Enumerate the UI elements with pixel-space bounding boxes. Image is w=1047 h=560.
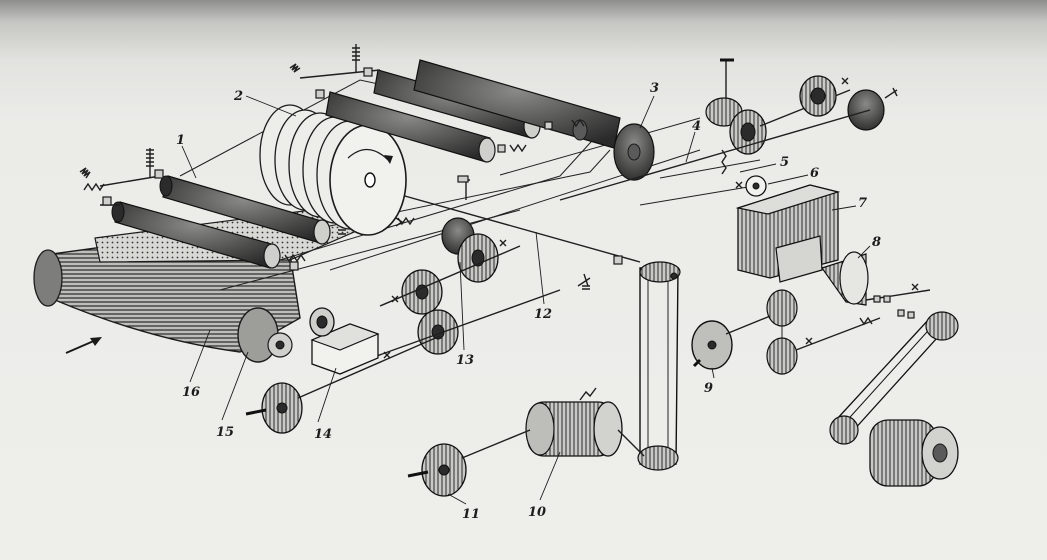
- callout-4: 4: [692, 119, 701, 134]
- pressure-springs-top: [289, 44, 585, 153]
- gear-housing-14: [310, 323, 380, 375]
- gear-train-13: [359, 175, 561, 363]
- pulley-3: [613, 123, 655, 181]
- callout-12: 12: [534, 307, 552, 322]
- handwheel-11: [407, 429, 531, 497]
- callout-8: 8: [872, 235, 881, 250]
- center-belt-drive: [637, 261, 681, 471]
- callout-6: 6: [810, 166, 819, 181]
- callout-1: 1: [176, 133, 185, 148]
- electric-motor-10: [525, 387, 645, 457]
- shaft-5: [659, 159, 761, 179]
- right-motor-belt-drive: [829, 311, 959, 487]
- callout-2: 2: [233, 89, 243, 104]
- handwheel-left: [245, 335, 441, 434]
- drive-pulley-9: [691, 289, 881, 375]
- callout-labels: 1 2 3 4 5 6 7 8 9 10 11 12 13 14 15 16: [176, 81, 881, 522]
- bevel-gear-train-top: [705, 58, 898, 175]
- main-cylinder-2: [259, 104, 407, 236]
- callout-7: 7: [858, 196, 867, 211]
- callout-9: 9: [704, 381, 713, 396]
- callout-15: 15: [216, 425, 234, 440]
- roll-pair-1: [111, 175, 331, 269]
- feed-direction-arrow-icon: [65, 337, 102, 354]
- callout-13: 13: [456, 353, 474, 368]
- callout-5: 5: [780, 155, 789, 170]
- pulley-15: [309, 307, 335, 337]
- callout-14: 14: [314, 427, 332, 442]
- callout-11: 11: [462, 507, 480, 522]
- leader-lines: [181, 95, 871, 505]
- callout-10: 10: [528, 505, 546, 520]
- shaft-4: [559, 109, 871, 201]
- small-brackets: [395, 217, 623, 290]
- gearbox-7: [735, 184, 841, 283]
- callout-3: 3: [650, 81, 659, 96]
- pressure-springs-left: [79, 148, 346, 271]
- upper-roll-set: [325, 59, 621, 163]
- pulley-6: [639, 175, 767, 206]
- cone-drum-8: [821, 251, 931, 326]
- callout-16: 16: [182, 385, 200, 400]
